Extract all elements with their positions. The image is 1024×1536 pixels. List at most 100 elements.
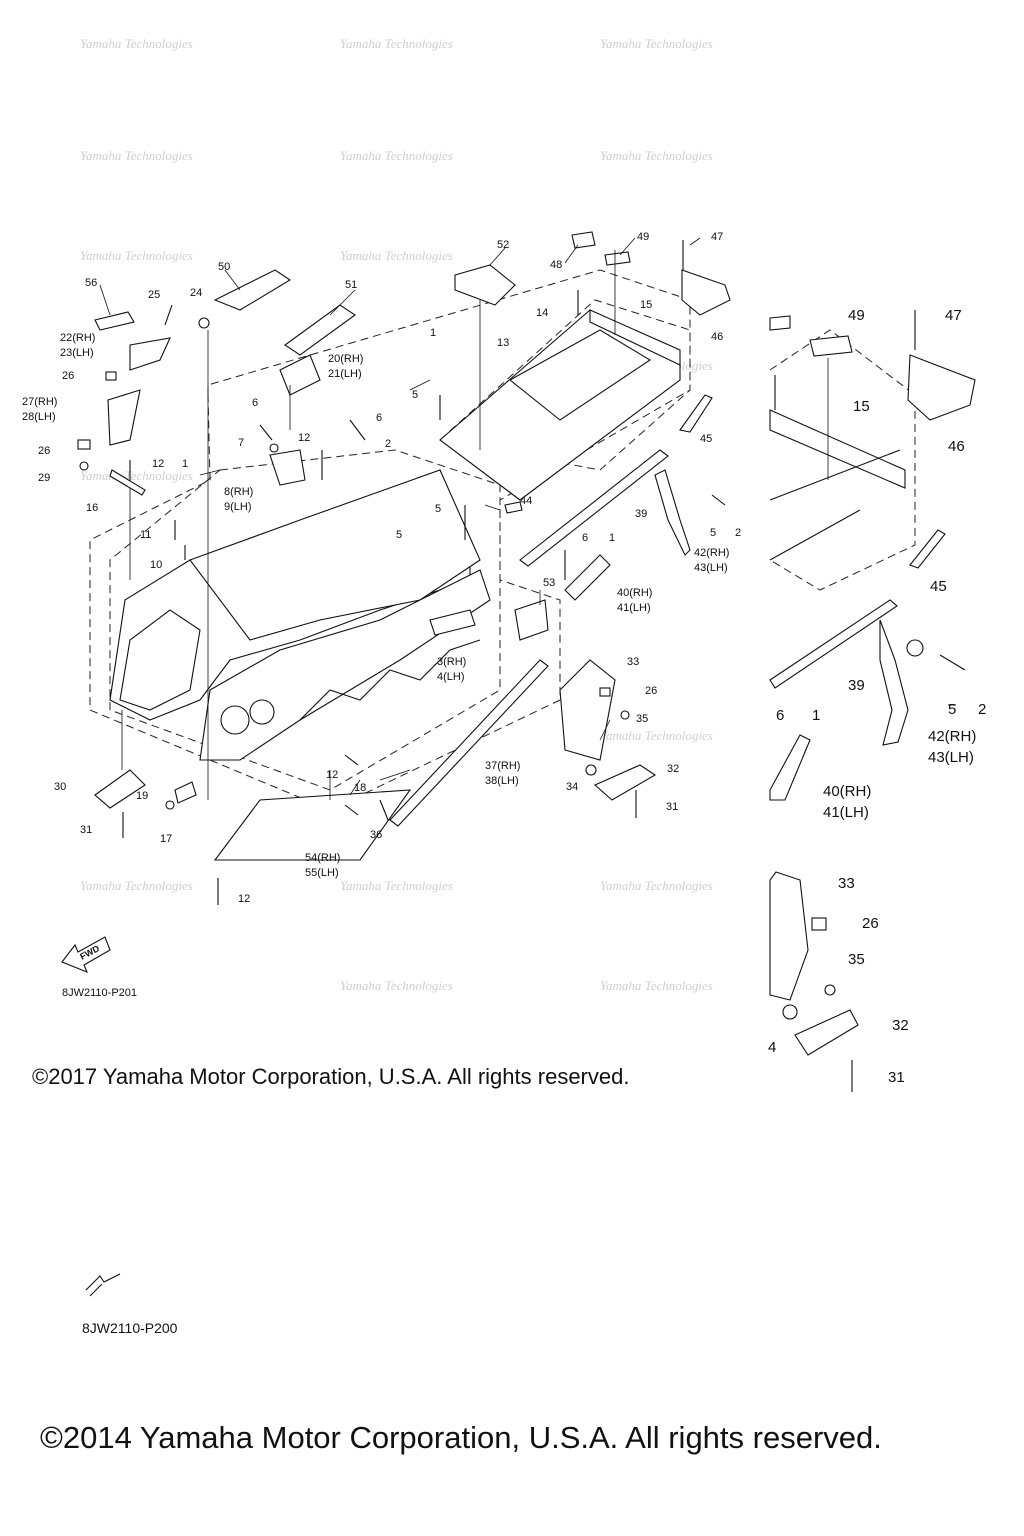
inset-label-40: 40(RH) xyxy=(823,783,871,800)
bolt-34 xyxy=(585,764,597,776)
rear-bumper-39 xyxy=(519,449,669,567)
label-28: 28(LH) xyxy=(22,411,56,423)
label-23: 23(LH) xyxy=(60,347,94,359)
chassis-hole-1 xyxy=(220,705,250,735)
label-29: 29 xyxy=(38,472,50,484)
inset-label-43: 43(LH) xyxy=(928,749,974,766)
label-32: 32 xyxy=(667,763,679,775)
label-37: 37(RH) xyxy=(485,760,520,772)
label-4: 4(LH) xyxy=(437,671,465,683)
rear-plate-13 xyxy=(439,309,681,501)
plate-17 xyxy=(174,781,197,804)
svg-text:Yamaha Technologies: Yamaha Technologies xyxy=(340,878,453,893)
label-10: 10 xyxy=(150,559,162,571)
inset-bolt-34 xyxy=(782,1004,798,1020)
label-6a: 6 xyxy=(252,397,258,409)
inset-strap-42 xyxy=(879,619,909,746)
label-20: 20(RH) xyxy=(328,353,363,365)
bolt-5c xyxy=(711,494,726,506)
inset-pad-49 xyxy=(809,335,853,357)
nut-26b xyxy=(77,439,91,450)
pad-48 xyxy=(571,231,596,249)
bolt-29 xyxy=(79,461,89,471)
inset-bracket-46 xyxy=(907,354,976,421)
label-5b: 5 xyxy=(435,503,441,515)
label-8: 8(RH) xyxy=(224,486,253,498)
label-5a: 5 xyxy=(412,389,418,401)
inset-rail-15 xyxy=(769,409,906,489)
label-12d: 12 xyxy=(238,893,250,905)
inset-label-47: 47 xyxy=(945,307,962,324)
pad-52 xyxy=(454,264,516,306)
svg-text:Yamaha Technologies: Yamaha Technologies xyxy=(340,148,453,163)
label-30: 30 xyxy=(54,781,66,793)
outline-assembly-2 xyxy=(109,449,501,791)
label-46: 46 xyxy=(711,331,723,343)
label-5c: 5 xyxy=(710,527,716,539)
label-54: 54(RH) xyxy=(305,852,340,864)
svg-text:Yamaha Technologies: Yamaha Technologies xyxy=(600,978,713,993)
label-24: 24 xyxy=(190,287,202,299)
label-42: 42(RH) xyxy=(694,547,729,559)
label-51: 51 xyxy=(345,279,357,291)
inset-label-35: 35 xyxy=(848,951,865,968)
label-3: 3(RH) xyxy=(437,656,466,668)
label-2: 2 xyxy=(385,438,391,450)
inset-label-2: 2 xyxy=(978,701,986,718)
label-45: 45 xyxy=(700,433,712,445)
label-35: 35 xyxy=(636,713,648,725)
label-22: 22(RH) xyxy=(60,332,95,344)
inset-rear-plate xyxy=(769,449,901,561)
label-49: 49 xyxy=(637,231,649,243)
inset-label-41: 41(LH) xyxy=(823,804,869,821)
rivet-36 xyxy=(379,799,389,821)
label-2b: 2 xyxy=(735,527,741,539)
label-17: 17 xyxy=(160,833,172,845)
label-9: 9(LH) xyxy=(224,501,252,513)
fwd-arrow-shape xyxy=(61,936,111,974)
inset-label-33: 33 xyxy=(838,875,855,892)
step-33 xyxy=(559,659,616,761)
svg-text:Yamaha Technologies: Yamaha Technologies xyxy=(600,878,713,893)
diagram-code-secondary: 8JW2110-P200 xyxy=(82,1320,178,1336)
washer-7 xyxy=(269,443,279,453)
label-53: 53 xyxy=(543,577,555,589)
cover-20 xyxy=(279,354,321,396)
inset-label-45: 45 xyxy=(930,578,947,595)
svg-text:Yamaha Technologies: Yamaha Technologies xyxy=(600,148,713,163)
svg-text:Yamaha Technologies: Yamaha Technologies xyxy=(600,36,713,51)
pad-56 xyxy=(94,311,135,331)
inset-label-6: 6 xyxy=(776,707,784,724)
label-18: 18 xyxy=(354,782,366,794)
callout-labels: 56 25 24 50 51 52 48 49 47 14 15 46 1 13… xyxy=(22,231,741,905)
chassis-lower-frame xyxy=(199,569,491,761)
label-48: 48 xyxy=(550,259,562,271)
label-39: 39 xyxy=(635,508,647,520)
label-7: 7 xyxy=(238,437,244,449)
label-27: 27(RH) xyxy=(22,396,57,408)
bolt-25 xyxy=(164,304,173,326)
inset-label-32: 32 xyxy=(892,1017,909,1034)
bracket-27 xyxy=(107,389,141,446)
plate-30 xyxy=(94,769,146,809)
inset-cover-40 xyxy=(769,734,811,801)
deflector-45 xyxy=(679,394,713,433)
label-40: 40(RH) xyxy=(617,587,652,599)
label-6c: 6 xyxy=(582,532,588,544)
label-1: 1 xyxy=(430,327,436,339)
bolt-35 xyxy=(620,710,630,720)
inset-label-26: 26 xyxy=(862,915,879,932)
svg-text:Yamaha Technologies: Yamaha Technologies xyxy=(80,468,193,483)
label-36: 36 xyxy=(370,829,382,841)
label-12b: 12 xyxy=(152,458,164,470)
rivet-18 xyxy=(344,804,359,816)
running-board-37 xyxy=(389,659,549,827)
inset-step-33 xyxy=(769,871,809,1001)
strap-42 xyxy=(654,469,691,556)
label-26b: 26 xyxy=(38,445,50,457)
inset-label-31: 31 xyxy=(888,1069,905,1086)
svg-text:Yamaha Technologies: Yamaha Technologies xyxy=(600,728,713,743)
fwd-arrow: FWD xyxy=(61,936,111,974)
label-38: 38(LH) xyxy=(485,775,519,787)
foot-board-54 xyxy=(213,789,412,861)
